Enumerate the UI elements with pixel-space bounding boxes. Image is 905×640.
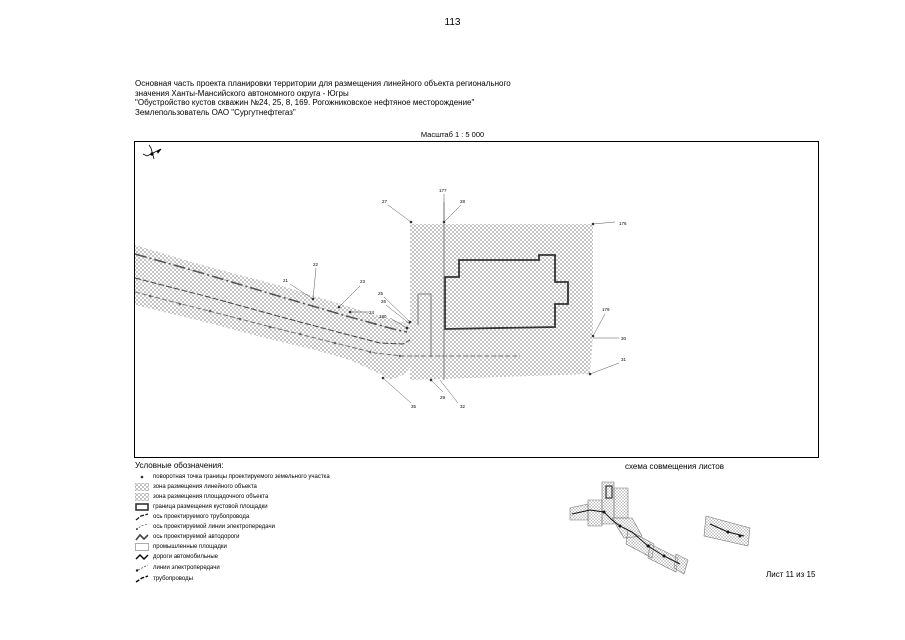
powerline-supports <box>148 294 402 358</box>
legend-label: граница размещения кустовой площадки <box>153 504 268 510</box>
legend-label: поворотная точка границы проектируемого … <box>153 474 330 480</box>
scale-label: Масштаб 1 : 5 000 <box>420 130 485 139</box>
point-leaders <box>289 194 620 404</box>
point-label: 27 <box>382 199 388 204</box>
point-label: 30 <box>621 336 627 341</box>
point-label: 21 <box>283 278 289 283</box>
legend-label: промышленные площадки <box>153 544 227 550</box>
point-label: 29 <box>440 395 446 400</box>
legend-label: зона размещения площадочного объекта <box>153 494 269 500</box>
point-label: 31 <box>621 357 627 362</box>
legend-label: ось проектируемой линии электропередачи <box>153 524 275 530</box>
legend-item: промышленные площадки <box>135 542 227 552</box>
point-label: 23 <box>360 279 366 284</box>
existing-powerline-icon <box>135 564 149 572</box>
point-dot-icon <box>140 475 144 479</box>
legend-item: зона размещения площадочного объекта <box>135 492 268 502</box>
legend-item: ось проектируемого трубопровода <box>135 512 249 522</box>
powerline-axis-icon <box>135 523 149 531</box>
pad-boundary-icon <box>135 503 149 511</box>
legend-item: зона размещения линейного объекта <box>135 482 257 492</box>
pad-internal-lines <box>417 202 445 380</box>
pad-boundary <box>444 254 569 330</box>
hatch-area-zone-icon <box>135 493 149 501</box>
legend-item: трубопроводы <box>135 574 193 584</box>
industrial-site-icon <box>135 543 149 551</box>
sheet-layout-scheme <box>569 481 751 575</box>
legend-item: граница размещения кустовой площадки <box>135 502 268 512</box>
scheme-sheets <box>569 481 751 575</box>
page-number: 113 <box>444 17 461 28</box>
point-label: 24 <box>369 310 375 315</box>
legend-label: ось проектируемого трубопровода <box>153 514 250 520</box>
pad-zone-area <box>410 224 593 380</box>
legend-item: дороги автомобильные <box>135 552 218 562</box>
point-label: 25 <box>378 291 384 296</box>
legend-item: ось проектируемой автодороги <box>135 532 240 542</box>
point-label: 35 <box>411 404 417 409</box>
sheet-label: Лист 11 из 15 <box>766 570 816 579</box>
legend-item: поворотная точка границы проектируемого … <box>135 472 330 482</box>
scheme-markers <box>602 510 742 558</box>
header-line-2: значения Ханты-Мансийского автономного о… <box>135 88 349 98</box>
point-label: 177 <box>439 188 447 193</box>
north-arrow-icon <box>142 144 162 160</box>
hatch-linear-zone-icon <box>135 483 149 491</box>
map-canvas: 27 177 28 176 22 21 23 24 25 26 180 179 … <box>135 144 627 409</box>
legend-label: ось проектируемой автодороги <box>153 534 240 540</box>
point-label: 179 <box>602 307 610 312</box>
linear-zone-area <box>135 245 410 380</box>
legend-title: Условные обозначения: <box>135 461 224 470</box>
header-line-4: Землепользователь ОАО "Сургутнефтегаз" <box>135 107 296 117</box>
legend-label: дороги автомобильные <box>153 554 218 560</box>
legend-label: линии электропередачи <box>153 565 220 571</box>
point-label: 26 <box>381 299 387 304</box>
map-frame: 27 177 28 176 22 21 23 24 25 26 180 179 … <box>134 141 819 458</box>
point-label: 180 <box>379 314 387 319</box>
point-label: 22 <box>313 262 319 267</box>
header-line-3: "Обустройство кустов скважин №24, 25, 8,… <box>135 98 475 107</box>
legend-label: трубопроводы <box>153 576 193 582</box>
boundary-points <box>311 220 595 382</box>
existing-road-icon <box>135 554 149 560</box>
point-label: 32 <box>460 404 466 409</box>
point-label: 176 <box>619 221 627 226</box>
legend-item: ось проектируемой линии электропередачи <box>135 522 275 532</box>
existing-pipeline-icon <box>135 575 149 583</box>
road-axis-line <box>135 253 408 333</box>
legend-item: линии электропередачи <box>135 563 220 573</box>
point-label: 28 <box>460 199 466 204</box>
header-line-1: Основная часть проекта планировки террит… <box>135 79 511 88</box>
pipeline-axis-icon <box>135 513 149 521</box>
road-axis-icon <box>135 533 149 541</box>
pipeline-axis-line <box>135 277 411 345</box>
legend-label: зона размещения линейного объекта <box>153 484 257 490</box>
scheme-title: схема совмещения листов <box>625 462 724 471</box>
point-labels: 27 177 28 176 22 21 23 24 25 26 180 179 … <box>283 188 627 409</box>
